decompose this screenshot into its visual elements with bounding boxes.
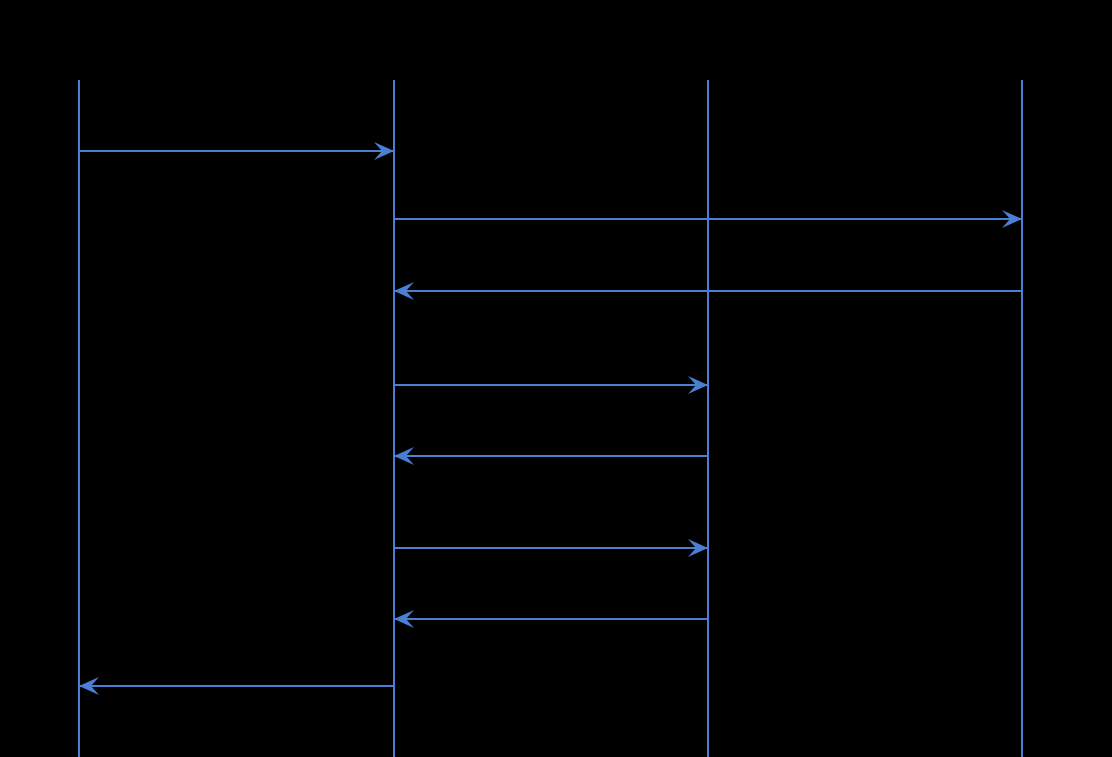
message-6 [394,539,708,557]
arrow-head-icon-4 [688,376,708,394]
arrow-head-icon-6 [688,539,708,557]
message-7 [394,610,708,628]
message-3 [394,282,1022,300]
arrow-head-icon-2 [1002,210,1022,228]
arrow-head-icon-8 [79,677,99,695]
message-1 [79,142,394,160]
message-5 [394,447,708,465]
arrow-head-icon-5 [394,447,414,465]
message-8 [79,677,394,695]
message-2 [394,210,1022,228]
arrow-head-icon-3 [394,282,414,300]
lifelines-group [78,80,1023,757]
messages-group [79,142,1022,695]
arrow-head-icon-1 [374,142,394,160]
message-4 [394,376,708,394]
arrow-head-icon-7 [394,610,414,628]
